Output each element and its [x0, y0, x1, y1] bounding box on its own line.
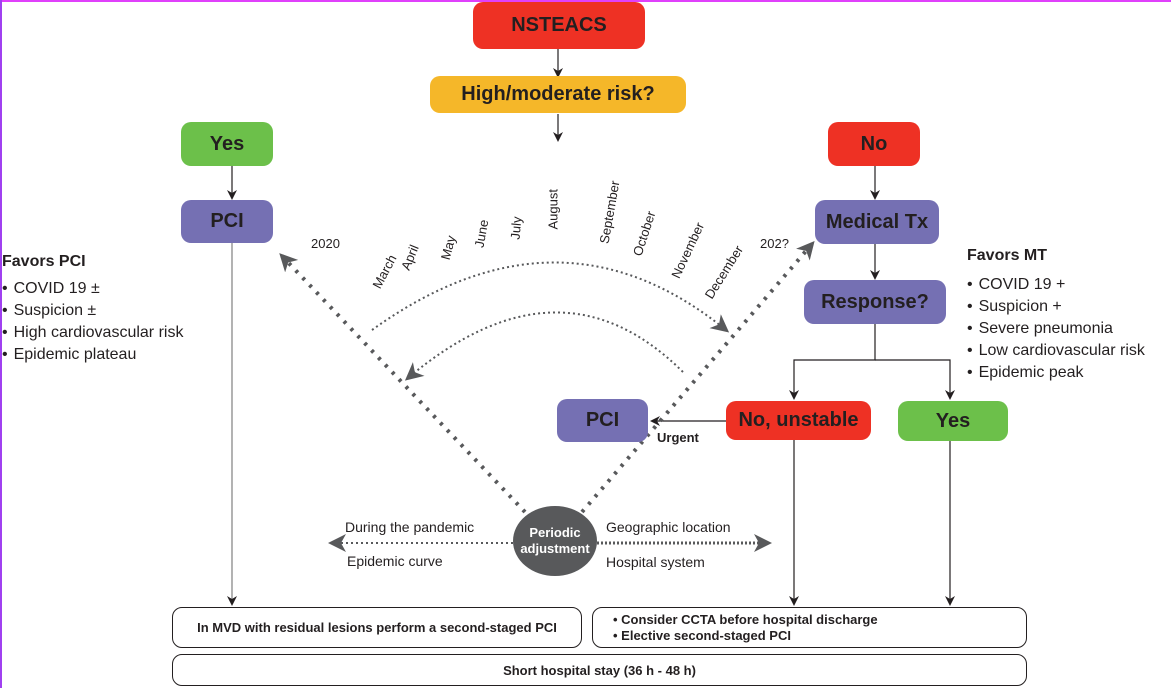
timeline-arc-outer	[371, 261, 730, 333]
bottom-left-text: In MVD with residual lesions perform a s…	[197, 620, 557, 635]
favors-pci-item: Epidemic plateau	[2, 344, 183, 366]
favors-mt-item: Epidemic peak	[967, 362, 1145, 384]
node-yes-response: Yes	[898, 401, 1008, 441]
bottom-right-item: • Elective second-staged PCI	[613, 627, 791, 643]
timeline-arc-inner	[404, 311, 684, 381]
favors-pci-item: Suspicion ±	[2, 300, 183, 322]
favors-pci-item: COVID 19 ±	[2, 278, 183, 300]
adjust-right-top: Geographic location	[606, 519, 731, 535]
adjust-right-bottom: Hospital system	[606, 554, 705, 570]
favors-mt-item: Severe pneumonia	[967, 318, 1145, 340]
urgent-label: Urgent	[657, 430, 699, 445]
timeline-start-year: 2020	[311, 236, 340, 251]
dotted-diagonal-right	[580, 240, 815, 514]
adjust-left-bottom: Epidemic curve	[347, 553, 443, 569]
node-nsteacs: NSTEACS	[473, 2, 645, 49]
bottom-box-right: • Consider CCTA before hospital discharg…	[592, 607, 1027, 648]
bottom-box-stay: Short hospital stay (36 h - 48 h)	[172, 654, 1027, 686]
periodic-adjustment-node: Periodic adjustment	[513, 506, 597, 576]
frame-left-border	[0, 0, 2, 688]
bottom-right-item: • Consider CCTA before hospital discharg…	[613, 611, 878, 627]
timeline-month: July	[507, 215, 525, 241]
favors-pci-item: High cardiovascular risk	[2, 322, 184, 344]
node-no-unstable: No, unstable	[726, 401, 871, 440]
timeline-end-year: 202?	[760, 236, 789, 251]
branch-response	[789, 324, 876, 400]
node-medical-tx: Medical Tx	[815, 200, 939, 244]
node-risk-question: High/moderate risk?	[430, 76, 686, 113]
favors-mt-item: Low cardiovascular risk	[967, 340, 1145, 362]
timeline-month: August	[545, 189, 561, 230]
adjustment-line1: Periodic	[529, 525, 581, 540]
branch-response-yes	[875, 359, 955, 400]
favors-pci-list: COVID 19 ± Suspicion ± High cardiovascul…	[2, 278, 184, 366]
favors-mt-item: Suspicion +	[967, 296, 1145, 318]
node-pci-urgent: PCI	[557, 399, 648, 442]
adjustment-line2: adjustment	[520, 541, 590, 556]
dotted-diagonal-left	[279, 253, 527, 514]
node-yes-top: Yes	[181, 122, 273, 166]
favors-mt-list: COVID 19 + Suspicion + Severe pneumonia …	[967, 274, 1145, 384]
node-response-question: Response?	[804, 280, 946, 324]
frame-top-border	[0, 0, 1171, 2]
favors-mt-title: Favors MT	[967, 247, 1048, 264]
favors-mt-item: COVID 19 +	[967, 274, 1145, 296]
bottom-stay-text: Short hospital stay (36 h - 48 h)	[503, 662, 696, 678]
node-no-top: No	[828, 122, 920, 166]
node-pci-left: PCI	[181, 200, 273, 243]
adjust-left-top: During the pandemic	[345, 519, 475, 535]
bottom-box-left: In MVD with residual lesions perform a s…	[172, 607, 582, 648]
favors-pci-title: Favors PCI	[2, 253, 86, 270]
